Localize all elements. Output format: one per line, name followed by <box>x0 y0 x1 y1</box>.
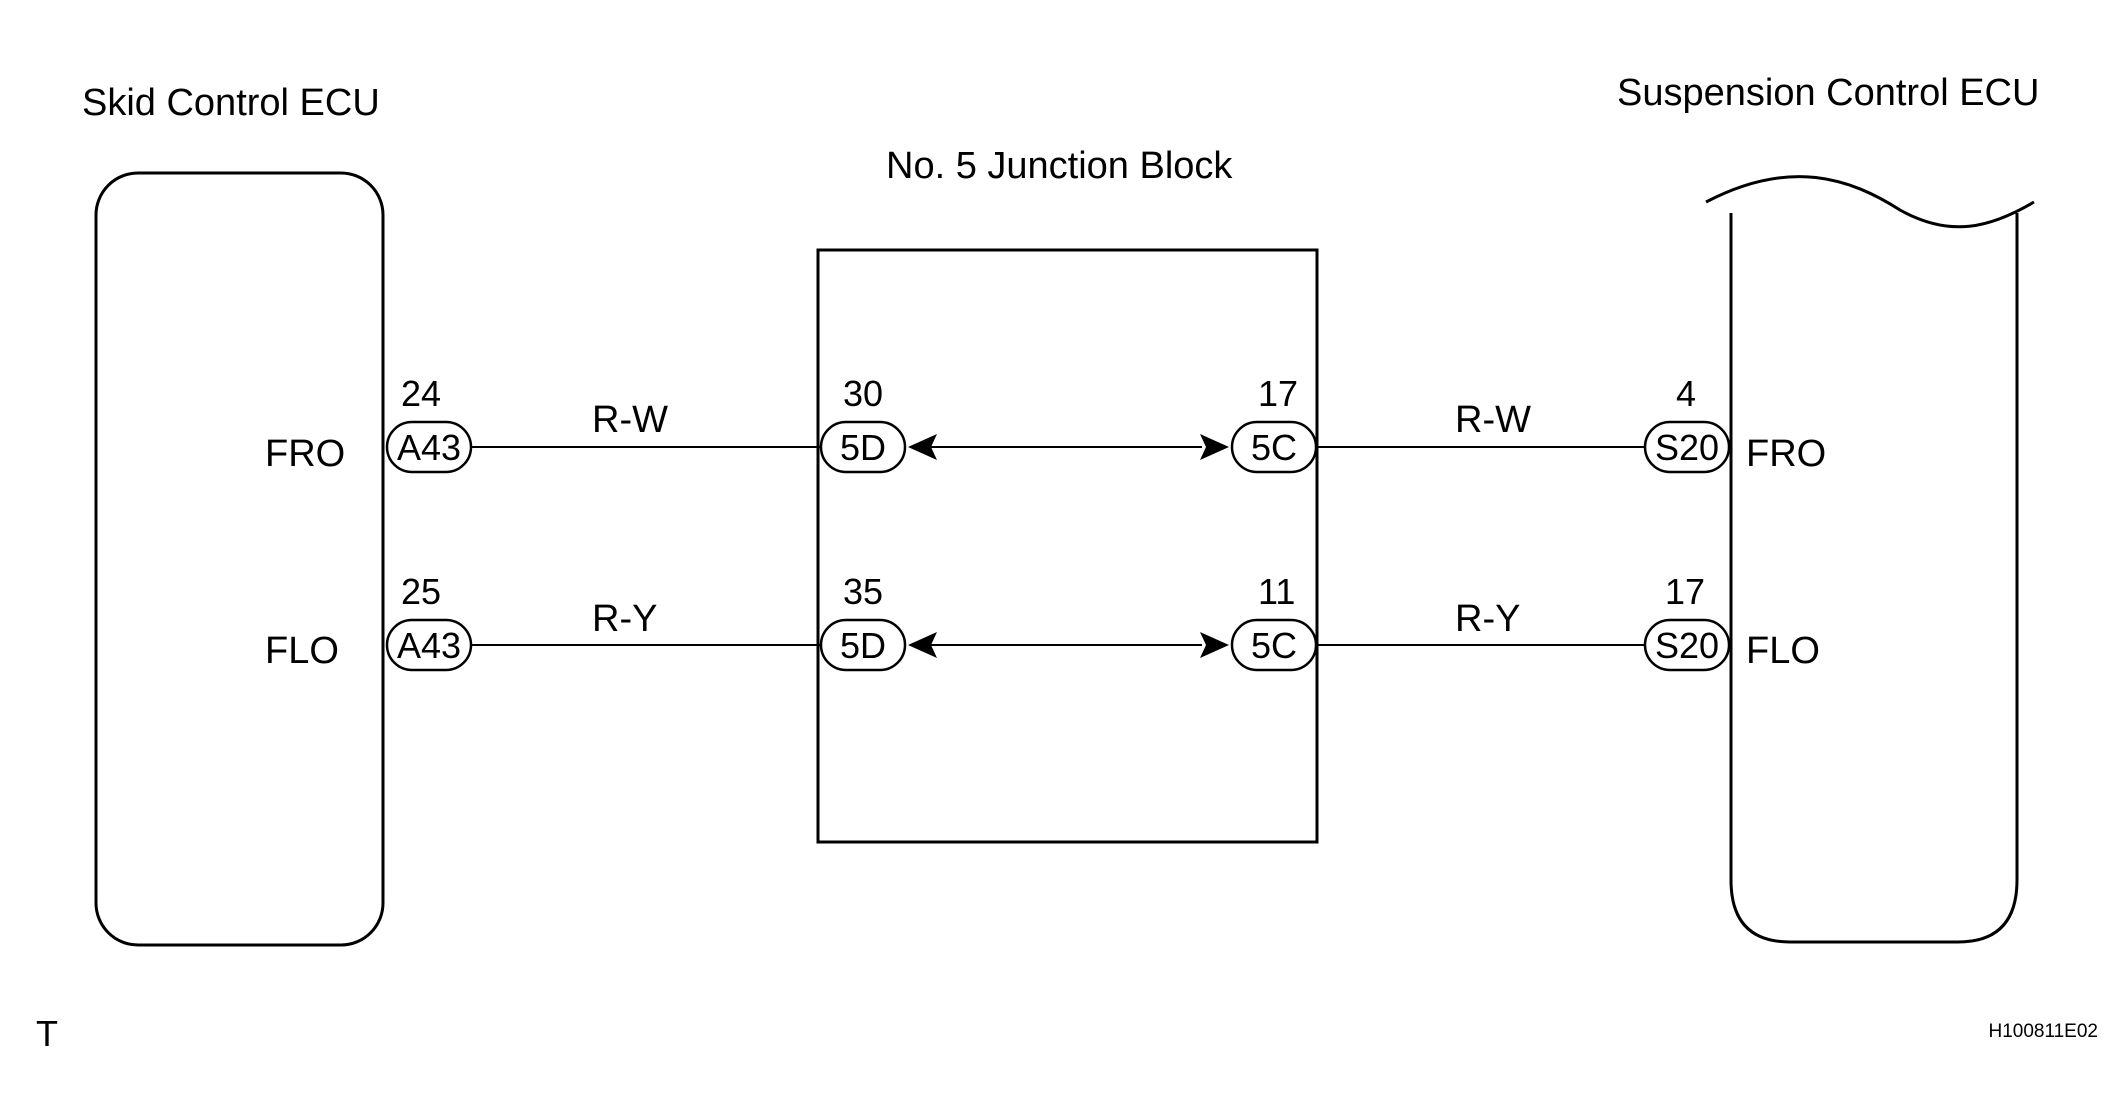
jb-pin-35: 35 <box>843 571 883 612</box>
connector-s20-flo <box>1643 618 1731 672</box>
wire-label-rw-left: R-W <box>592 399 668 441</box>
wire-label-ry-right: R-Y <box>1455 598 1520 640</box>
suspension-terminal-fro: FRO <box>1746 433 1826 475</box>
suspension-ecu-title: Suspension Control ECU <box>1617 72 2039 114</box>
connector-s20-fro <box>1643 420 1731 474</box>
connector-5d-fro-label: 5D <box>840 427 886 468</box>
skid-ecu-title: Skid Control ECU <box>82 82 380 124</box>
suspension-ecu-break-line <box>1705 175 2035 229</box>
wire-row-fro: FRO 24 A43 R-W 30 5D 17 5C R-W 4 S20 FRO <box>265 373 1826 475</box>
connector-5d-flo-label: 5D <box>840 625 886 666</box>
connector-5d-fro <box>819 420 907 474</box>
jb-pin-17: 17 <box>1258 373 1298 414</box>
figure-code: H100811E02 <box>1988 1021 2098 1042</box>
suspension-pin-17: 17 <box>1665 571 1705 612</box>
skid-terminal-flo: FLO <box>265 630 339 672</box>
suspension-ecu-box <box>1729 213 2019 944</box>
connector-5c-flo-label: 5C <box>1251 625 1297 666</box>
skid-ecu-box <box>94 171 385 947</box>
connector-5d-flo <box>819 618 907 672</box>
jb-pin-11: 11 <box>1258 571 1295 612</box>
skid-pin-25: 25 <box>401 571 441 612</box>
connector-a43-fro-label: A43 <box>397 427 461 468</box>
jb-pin-30: 30 <box>843 373 883 414</box>
skid-pin-24: 24 <box>401 373 441 414</box>
connector-s20-fro-label: S20 <box>1655 427 1719 468</box>
suspension-terminal-flo: FLO <box>1746 630 1820 672</box>
connector-arrow-right-icon <box>1200 632 1229 658</box>
junction-block-box <box>816 248 1319 844</box>
connector-5c-flo <box>1230 618 1318 672</box>
connector-a43-flo-label: A43 <box>397 625 461 666</box>
connector-arrow-right-icon <box>1200 434 1229 460</box>
junction-block-title: No. 5 Junction Block <box>886 145 1233 187</box>
connector-s20-flo-label: S20 <box>1655 625 1719 666</box>
connector-5c-fro <box>1230 420 1318 474</box>
connector-a43-fro <box>385 420 473 474</box>
wire-label-rw-right: R-W <box>1455 399 1531 441</box>
wire-label-ry-left: R-Y <box>592 598 657 640</box>
wire-row-flo: FLO 25 A43 R-Y 35 5D 11 5C R-Y 17 S20 FL… <box>265 571 1820 672</box>
skid-terminal-fro: FRO <box>265 433 345 475</box>
connector-a43-flo <box>385 618 473 672</box>
footer-left-mark: T <box>36 1013 58 1054</box>
connector-arrow-left-icon <box>908 632 937 658</box>
suspension-pin-4: 4 <box>1676 373 1696 414</box>
connector-arrow-left-icon <box>908 434 937 460</box>
connector-5c-fro-label: 5C <box>1251 427 1297 468</box>
